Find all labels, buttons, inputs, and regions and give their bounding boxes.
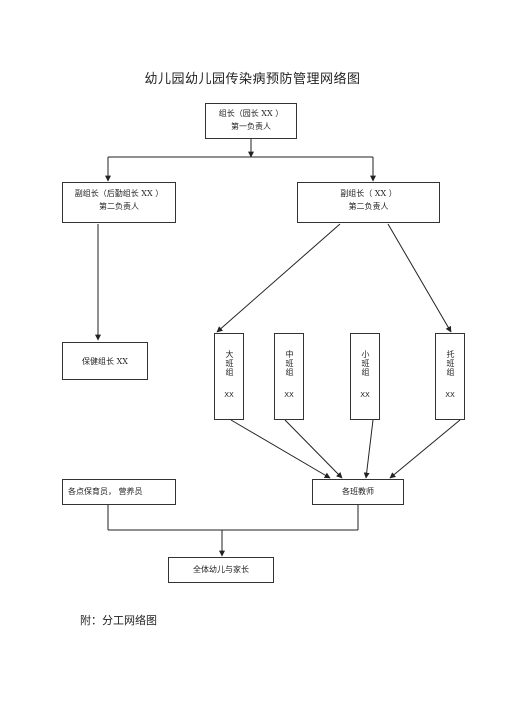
node-teachers-label: 各班教师 xyxy=(342,487,374,496)
connector-to-class-1 xyxy=(216,223,341,333)
node-staff: 各点保育员， 营养员 xyxy=(62,479,176,505)
node-class-3-person: XX xyxy=(360,391,370,399)
node-class-4-person: XX xyxy=(445,391,455,399)
connector-class3-teachers xyxy=(363,419,374,479)
node-class-3: 小班组 XX xyxy=(350,333,380,420)
footnote: 附：分工网络图 xyxy=(80,614,157,627)
node-teachers: 各班教师 xyxy=(312,479,404,505)
node-health-leader: 保健组长 XX xyxy=(62,342,148,380)
connector-class1-teachers xyxy=(230,419,331,479)
node-leader-line1: 组长（园长 XX ） xyxy=(218,109,284,118)
node-vice-left-line1: 副组长（后勤组长 XX ） xyxy=(74,189,164,198)
connector-to-class-4 xyxy=(387,223,452,333)
node-vice-right-line1: 副组长（ XX ） xyxy=(340,189,397,198)
node-class-4: 托班组 XX xyxy=(435,333,465,420)
node-class-2-name: 中班组 xyxy=(285,350,294,377)
node-class-2-person: XX xyxy=(284,391,294,399)
node-class-4-name: 托班组 xyxy=(446,350,455,377)
node-health-leader-label: 保健组长 XX xyxy=(82,357,128,366)
node-class-1-name: 大班组 xyxy=(225,350,234,377)
node-staff-label: 各点保育员， 营养员 xyxy=(68,487,143,496)
node-class-2: 中班组 XX xyxy=(274,333,304,420)
connector-class2-teachers xyxy=(284,419,343,479)
node-all: 全体幼儿与家长 xyxy=(168,557,274,583)
diagram-title: 幼儿园幼儿园传染病预防管理网络图 xyxy=(144,72,361,87)
node-vice-right-line2: 第二负责人 xyxy=(348,202,389,211)
node-vice-right: 副组长（ XX ） 第二负责人 xyxy=(297,182,440,223)
node-leader: 组长（园长 XX ） 第一负责人 xyxy=(205,103,297,139)
node-vice-left: 副组长（后勤组长 XX ） 第二负责人 xyxy=(62,182,176,223)
node-class-1-person: XX xyxy=(224,391,234,399)
node-vice-left-line2: 第二负责人 xyxy=(99,202,139,211)
node-class-3-name: 小班组 xyxy=(361,350,370,377)
node-leader-line2: 第一负责人 xyxy=(231,122,271,131)
connector-class4-teachers xyxy=(389,419,461,479)
node-class-1: 大班组 XX xyxy=(214,333,244,420)
node-all-label: 全体幼儿与家长 xyxy=(193,565,249,574)
